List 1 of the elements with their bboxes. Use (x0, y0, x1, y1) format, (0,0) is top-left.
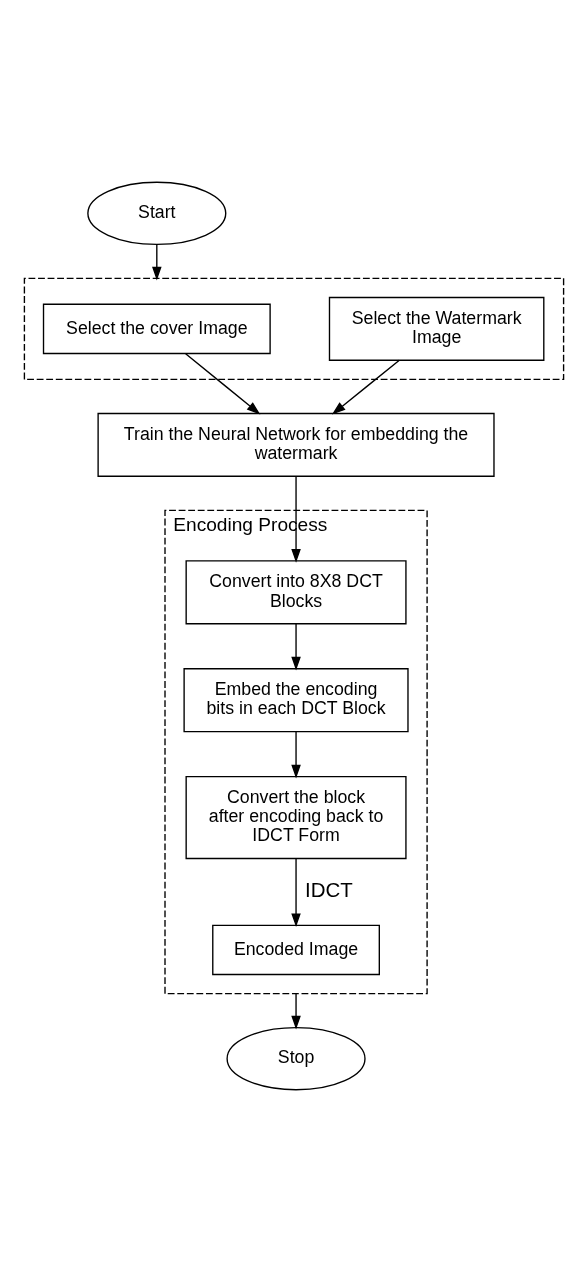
edge-label: IDCT (305, 877, 353, 901)
